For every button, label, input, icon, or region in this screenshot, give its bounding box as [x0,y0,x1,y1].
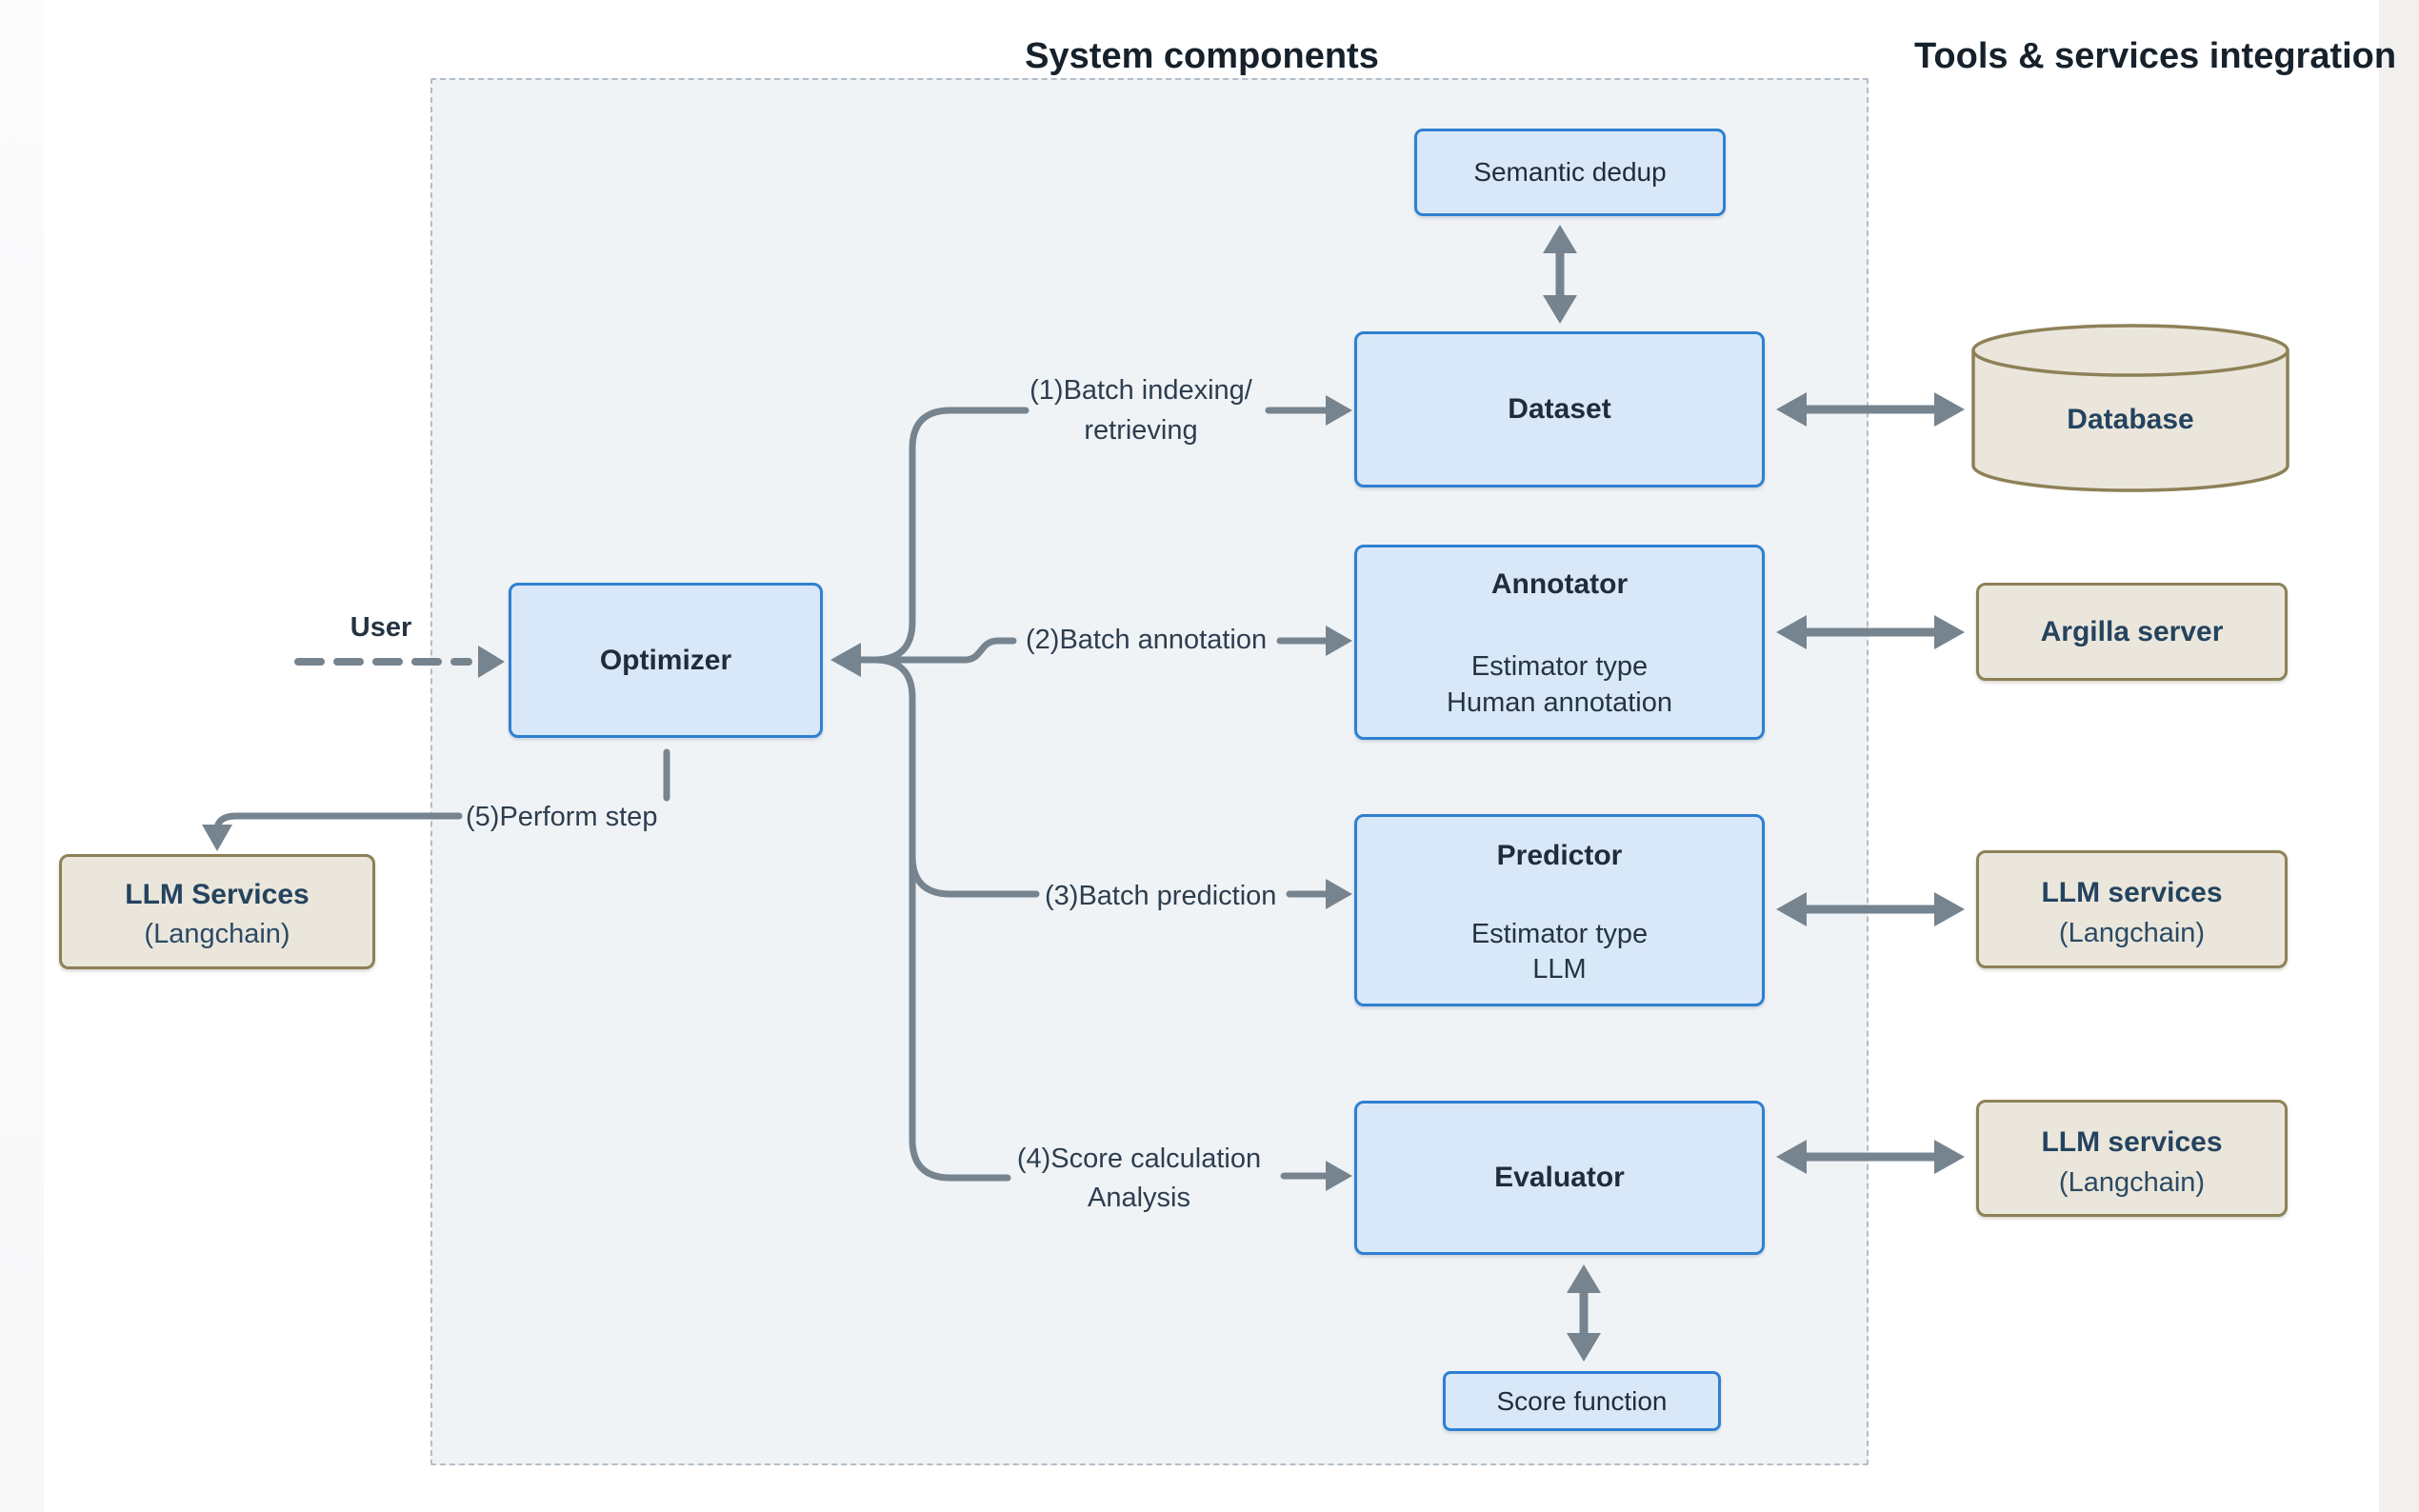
annotator-box: Annotator Estimator type Human annotatio… [1354,545,1765,740]
edge-label-perform-step: (5)Perform step [466,802,658,832]
annotator-title: Annotator [1490,568,1629,600]
score-function-label: Score function [1496,1385,1668,1416]
annotator-line1: Estimator type [1470,651,1649,682]
predictor-box: Predictor Estimator type LLM [1354,814,1765,1006]
score-function-box: Score function [1443,1371,1721,1431]
llm-services-mid-subtitle: (Langchain) [2058,918,2206,948]
page-left-gutter [0,0,44,1512]
section-title-tools-services: Tools & services integration [1914,36,2397,76]
dataset-box: Dataset [1354,331,1765,487]
edge-label-score-calculation: (4)Score calculation Analysis [996,1140,1282,1218]
evaluator-label: Evaluator [1494,1162,1625,1193]
section-title-system-components: System components [1025,36,1379,76]
llm-services-mid-box: LLM services (Langchain) [1976,850,2288,968]
edge-label-score-calculation-line1: (4)Score calculation [1016,1144,1262,1174]
dataset-label: Dataset [1508,393,1611,425]
user-label: User [350,612,412,643]
double-arrow-shafts [1555,245,1943,1342]
llm-services-left-title: LLM Services [125,879,310,910]
edge-label-batch-prediction: (3)Batch prediction [1045,881,1277,911]
predictor-line1: Estimator type [1470,919,1649,949]
database-label: Database [2067,404,2194,435]
predictor-line2: LLM [1532,954,1587,985]
argilla-server-box: Argilla server [1976,583,2288,681]
edge-label-batch-indexing: (1)Batch indexing/ retrieving [998,370,1284,450]
edge-label-batch-annotation: (2)Batch annotation [1026,625,1268,655]
page-right-gutter [2379,0,2419,1512]
database-cylinder [1971,324,2289,492]
edge-label-batch-indexing-line1: (1)Batch indexing/ [1030,375,1252,406]
llm-services-mid-title: LLM services [2041,877,2223,908]
llm-services-bottom-title: LLM services [2041,1126,2223,1158]
edge-label-score-calculation-line2: Analysis [1088,1183,1190,1213]
predictor-title: Predictor [1496,840,1623,871]
arrowheads [202,225,1965,1362]
llm-services-bottom-subtitle: (Langchain) [2058,1167,2206,1198]
edge-label-batch-indexing-line2: retrieving [1084,415,1198,446]
llm-services-left-subtitle: (Langchain) [144,919,290,949]
optimizer-label: Optimizer [599,644,732,676]
semantic-dedup-box: Semantic dedup [1414,129,1726,216]
llm-services-bottom-box: LLM services (Langchain) [1976,1100,2288,1217]
annotator-line2: Human annotation [1447,687,1672,718]
evaluator-box: Evaluator [1354,1101,1765,1255]
optimizer-box: Optimizer [509,583,823,738]
llm-services-left-box: LLM Services (Langchain) [59,854,375,969]
trunk-and-branch-lines [213,407,1337,1182]
semantic-dedup-label: Semantic dedup [1473,157,1667,187]
argilla-server-label: Argilla server [2040,615,2224,647]
